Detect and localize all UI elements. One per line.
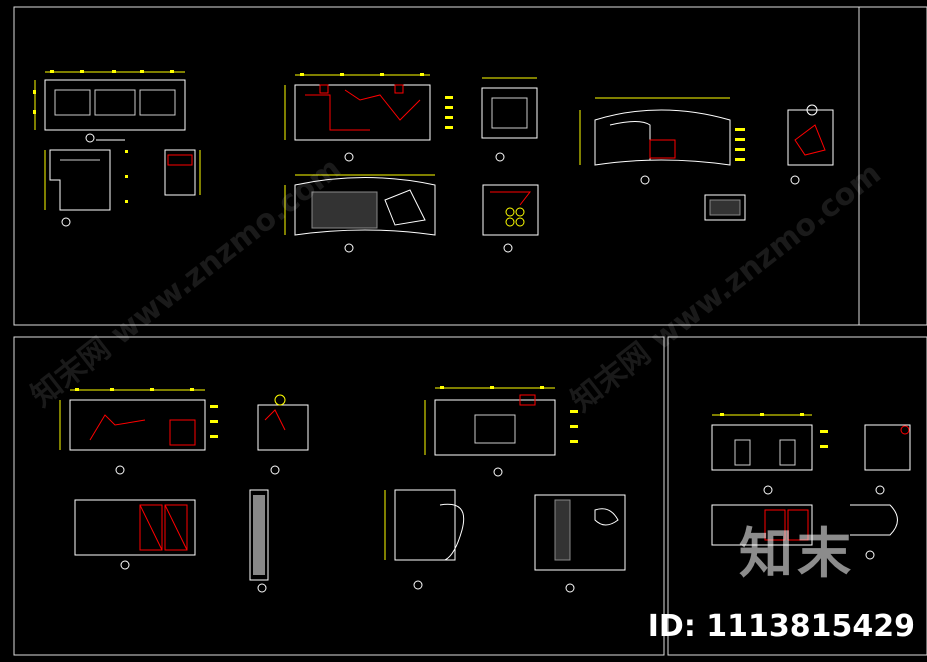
desk-plan-2 — [74, 499, 196, 570]
carved-detail-2 — [534, 494, 626, 593]
sheet-frame-bottom-right — [667, 336, 927, 656]
desk-plan-3 — [711, 504, 898, 560]
detail-tall-1 — [249, 489, 269, 593]
asset-id-label: ID: 1113815429 — [647, 609, 915, 644]
desk-elevation-1 — [33, 70, 186, 143]
desk-elevation-curved — [579, 97, 745, 185]
desk-side-elevation-2 — [257, 394, 309, 475]
detail-small-1 — [164, 149, 201, 196]
sheet-frames — [13, 6, 927, 656]
desk-elevation-5 — [711, 414, 813, 495]
desk-side-elevation-1 — [481, 77, 538, 162]
sheet-frame-top — [13, 6, 927, 326]
watermark-brand: 知末 — [739, 522, 855, 585]
desk-elevation-3 — [59, 389, 206, 475]
sheet-frame-bottom-left — [13, 336, 665, 656]
desk-elevation-4 — [424, 387, 556, 477]
desk-section-2 — [482, 184, 539, 253]
dimension-ticks — [75, 386, 828, 448]
desk-plan-curved-1 — [284, 174, 436, 253]
detail-small-2 — [704, 194, 746, 221]
desk-elevation-2 — [284, 73, 453, 162]
desk-section-1 — [44, 149, 128, 227]
carved-detail-1 — [384, 489, 465, 590]
desk-section-3 — [787, 104, 834, 185]
desk-side-elevation-3 — [864, 424, 911, 495]
